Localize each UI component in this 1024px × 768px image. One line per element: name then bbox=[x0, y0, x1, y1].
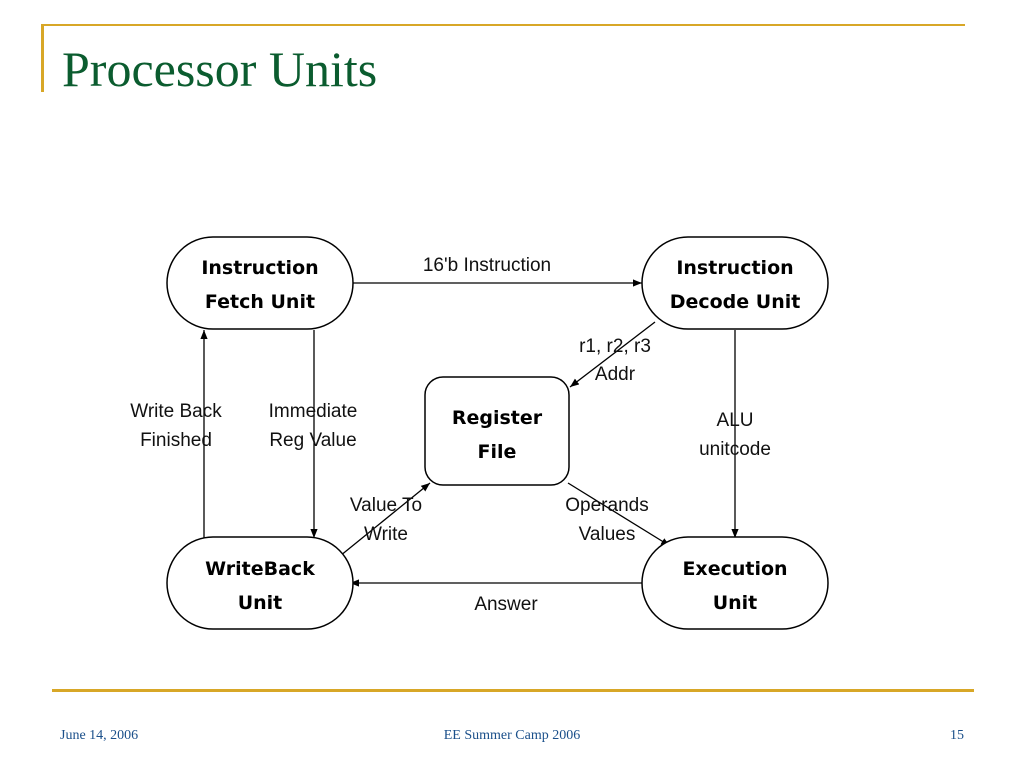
edge-label-decode-to-register: r1, r2, r3 bbox=[579, 336, 651, 357]
unit-label-line: Execution bbox=[682, 558, 787, 580]
footer-date: June 14, 2006 bbox=[60, 728, 139, 743]
edge-label-fetch-to-writeback: Immediate bbox=[269, 401, 358, 422]
unit-label-line: Unit bbox=[238, 592, 283, 614]
unit-instruction-fetch: Instruction Fetch Unit bbox=[166, 236, 354, 330]
footer-event: EE Summer Camp 2006 bbox=[443, 728, 581, 743]
edge-label-execution-to-writeback: Answer bbox=[474, 594, 538, 615]
accent-top-rule bbox=[41, 24, 965, 26]
edge-label-decode-to-register: Addr bbox=[595, 364, 636, 385]
unit-label-line: WriteBack bbox=[205, 558, 315, 580]
edge-label-writeback-to-fetch: Write Back bbox=[130, 401, 222, 422]
accent-bottom-rule bbox=[52, 689, 974, 692]
unit-label-line: Register bbox=[452, 407, 543, 429]
edge-label-writeback-to-fetch: Finished bbox=[140, 430, 212, 451]
unit-label-line: Instruction bbox=[676, 257, 793, 279]
arrow-writeback-to-register bbox=[339, 482, 431, 557]
unit-label-line: Instruction bbox=[201, 257, 318, 279]
slide-title: Processor Units bbox=[62, 41, 378, 97]
arrow-decode-to-register bbox=[569, 321, 656, 388]
unit-instruction-decode: Instruction Decode Unit bbox=[641, 236, 829, 330]
edge-label-writeback-to-register: Value To bbox=[350, 495, 422, 516]
unit-label-line: Decode Unit bbox=[670, 291, 801, 313]
unit-register-file: Register File bbox=[424, 376, 570, 486]
arrow-register-to-execution bbox=[567, 482, 671, 547]
footer-page-number: 15 bbox=[950, 728, 964, 743]
unit-label-line: Unit bbox=[713, 592, 758, 614]
accent-vertical-rule bbox=[41, 24, 44, 92]
edge-label-writeback-to-register: Write bbox=[364, 524, 408, 545]
edge-label-register-to-execution: Operands bbox=[565, 495, 648, 516]
edge-label-fetch-to-writeback: Reg Value bbox=[269, 430, 356, 451]
unit-writeback: WriteBack Unit bbox=[166, 536, 354, 630]
edge-label-fetch-to-decode: 16'b Instruction bbox=[423, 255, 551, 276]
edge-label-decode-to-execution: ALU bbox=[717, 410, 754, 431]
unit-label-line: File bbox=[478, 441, 517, 463]
unit-label-line: Fetch Unit bbox=[205, 291, 315, 313]
edge-label-decode-to-execution: unitcode bbox=[699, 439, 771, 460]
unit-execution: Execution Unit bbox=[641, 536, 829, 630]
edge-label-register-to-execution: Values bbox=[579, 524, 636, 545]
